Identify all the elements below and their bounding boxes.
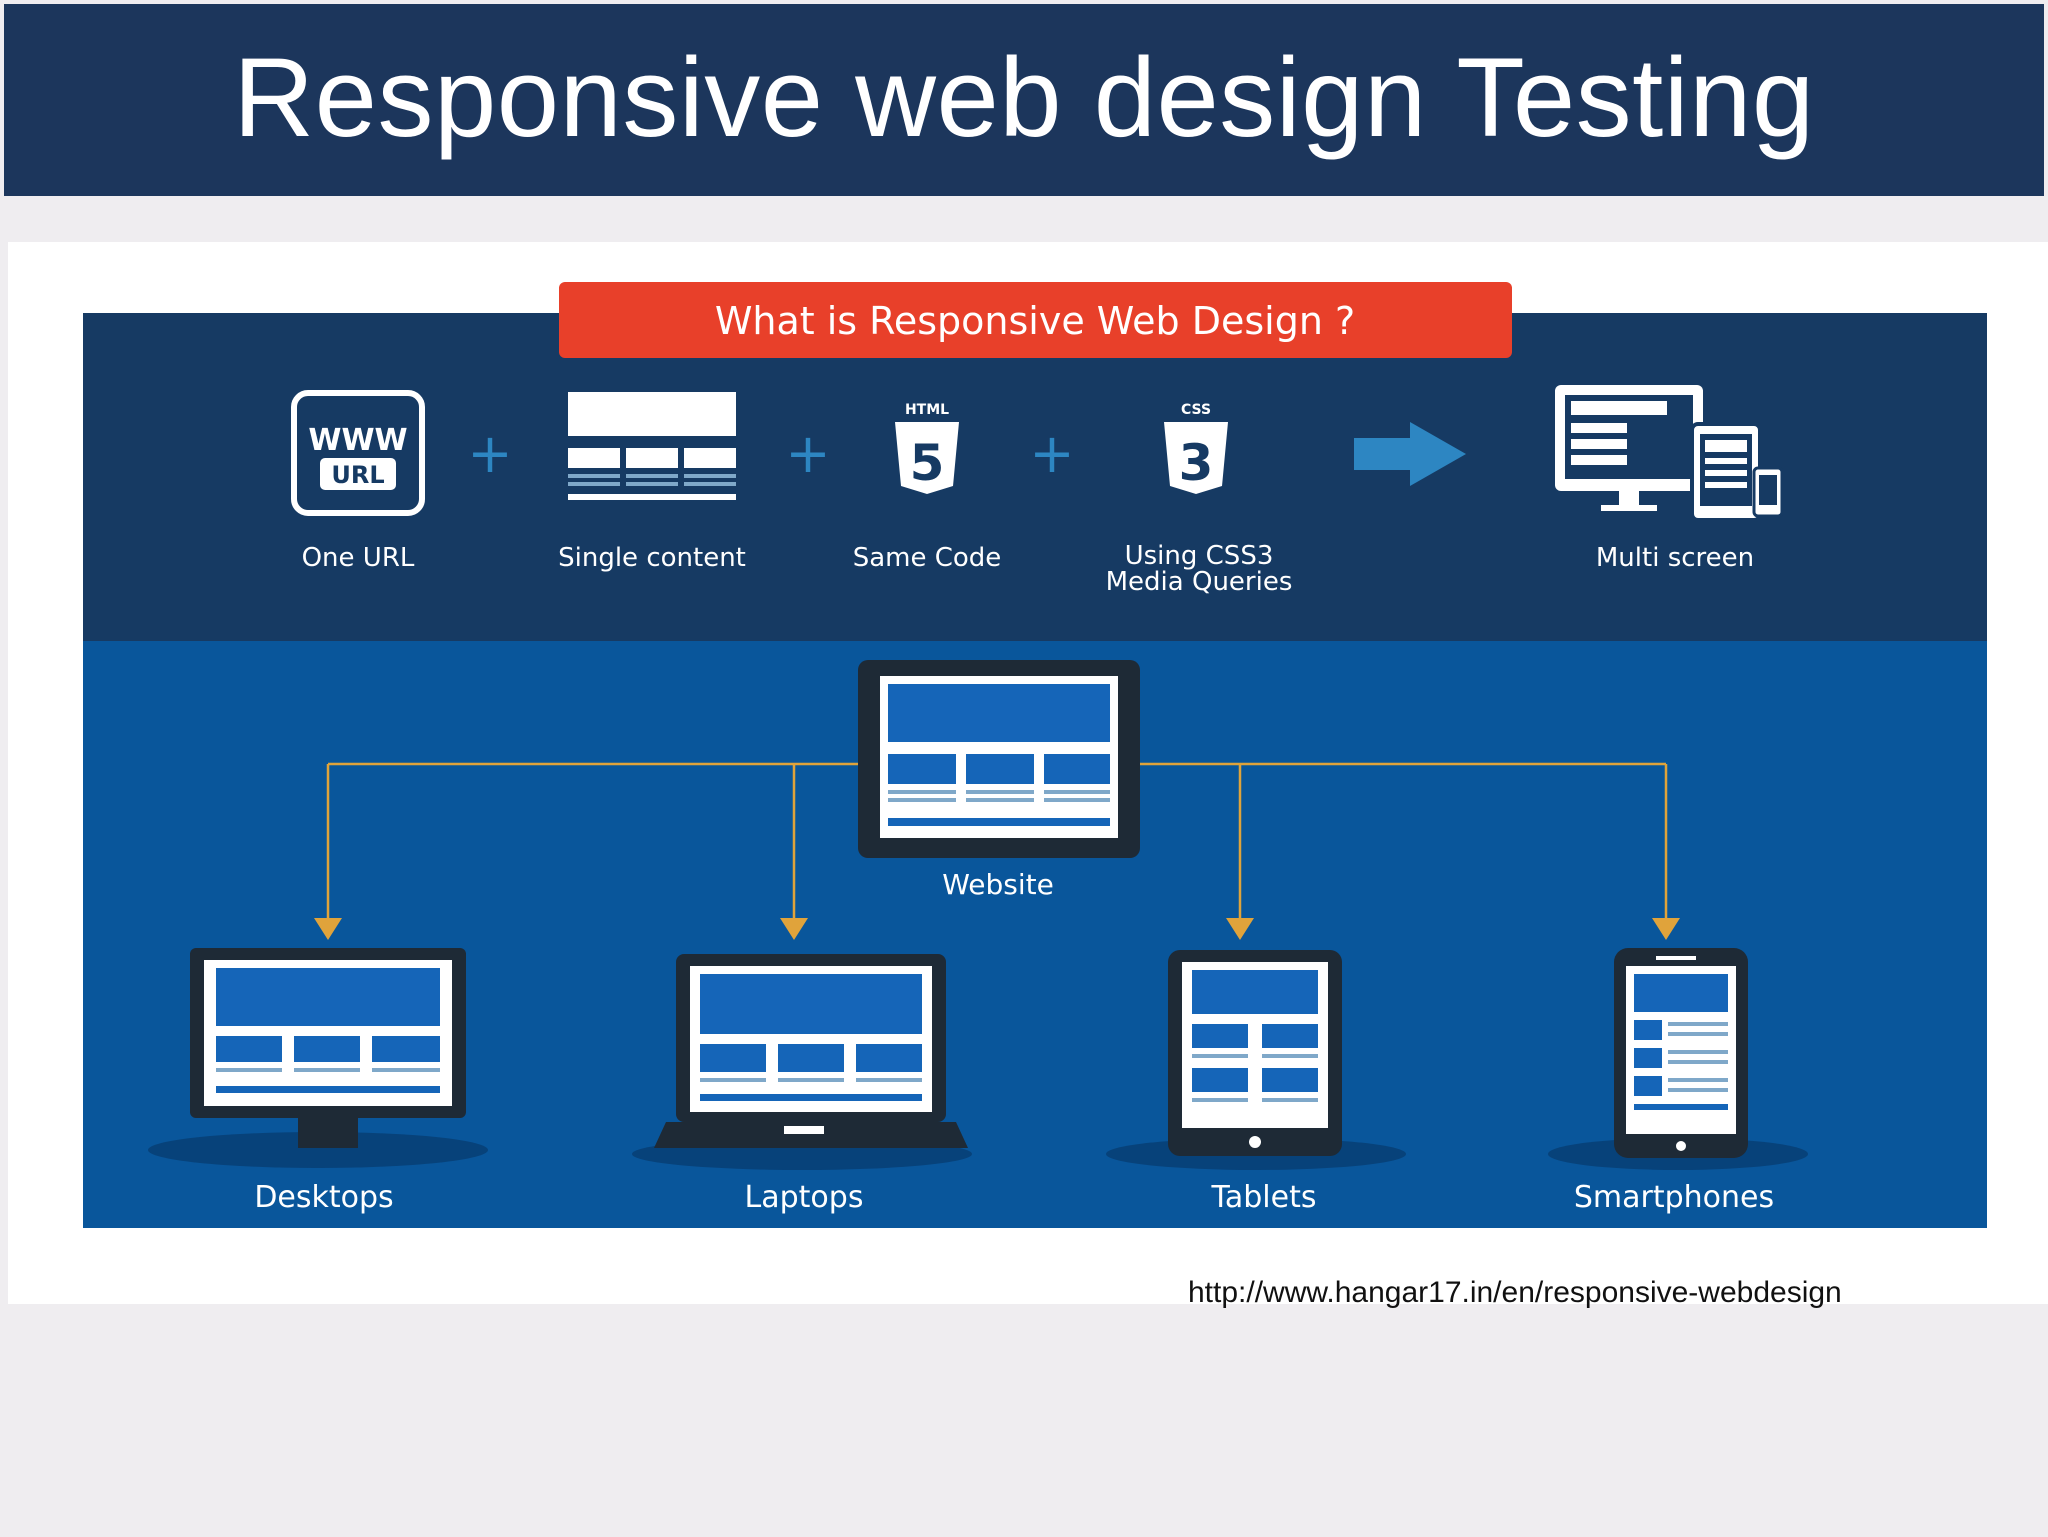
html-badge-text: HTML: [905, 402, 949, 418]
css3-icon: CSS 3: [1164, 402, 1228, 494]
website-icon: [858, 660, 1140, 858]
component-label-multi-screen: Multi screen: [1596, 543, 1754, 573]
desktop-icon: [148, 948, 488, 1168]
banner: [559, 282, 1512, 358]
html-digit: 5: [910, 434, 945, 492]
css-badge-text: CSS: [1181, 402, 1211, 418]
right-arrow-icon: [1354, 422, 1466, 486]
target-label-smartphones: Smartphones: [1574, 1180, 1774, 1215]
content-layout-icon: [568, 392, 736, 500]
url-text: URL: [331, 461, 384, 489]
multi-screen-icon: [1555, 385, 1784, 522]
arrowhead-tablets: [1226, 918, 1254, 940]
component-label-one-url: One URL: [302, 543, 415, 573]
www-url-icon: WWW URL: [291, 390, 425, 516]
smartphone-icon: [1548, 948, 1808, 1170]
css-digit: 3: [1179, 434, 1214, 492]
target-label-desktops: Desktops: [254, 1180, 393, 1215]
connector-arrowheads: [314, 918, 1680, 940]
html5-icon: HTML 5: [895, 402, 959, 494]
www-text: WWW: [308, 423, 407, 458]
laptop-icon: [632, 954, 972, 1170]
component-label-css3-line2: Media Queries: [1106, 567, 1293, 597]
arrowhead-desktops: [314, 918, 342, 940]
component-label-same-code: Same Code: [853, 543, 1002, 573]
connector-lines: [326, 762, 1668, 918]
arrowhead-smartphones: [1652, 918, 1680, 940]
target-label-laptops: Laptops: [745, 1180, 864, 1215]
title-bar: Responsive web design Testing: [4, 4, 2044, 196]
banner-text: What is Responsive Web Design ?: [715, 299, 1355, 343]
component-label-single-content: Single content: [558, 543, 746, 573]
diagram-image-frame: What is Responsive Web Design ? WWW URL …: [8, 242, 2048, 1304]
arrowhead-laptops: [780, 918, 808, 940]
slide-title: Responsive web design Testing: [233, 34, 1815, 160]
target-label-tablets: Tablets: [1211, 1180, 1317, 1215]
plus-icon: +: [1029, 422, 1074, 485]
plus-icon: +: [467, 422, 512, 485]
source-url: http://www.hangar17.in/en/responsive-web…: [1188, 1276, 1842, 1309]
plus-icon: +: [785, 422, 830, 485]
responsive-design-diagram: What is Responsive Web Design ? WWW URL …: [83, 282, 1987, 1228]
source-label-website: Website: [942, 868, 1054, 901]
component-label-css3-line1: Using CSS3: [1125, 541, 1274, 571]
tablet-icon: [1106, 950, 1406, 1170]
